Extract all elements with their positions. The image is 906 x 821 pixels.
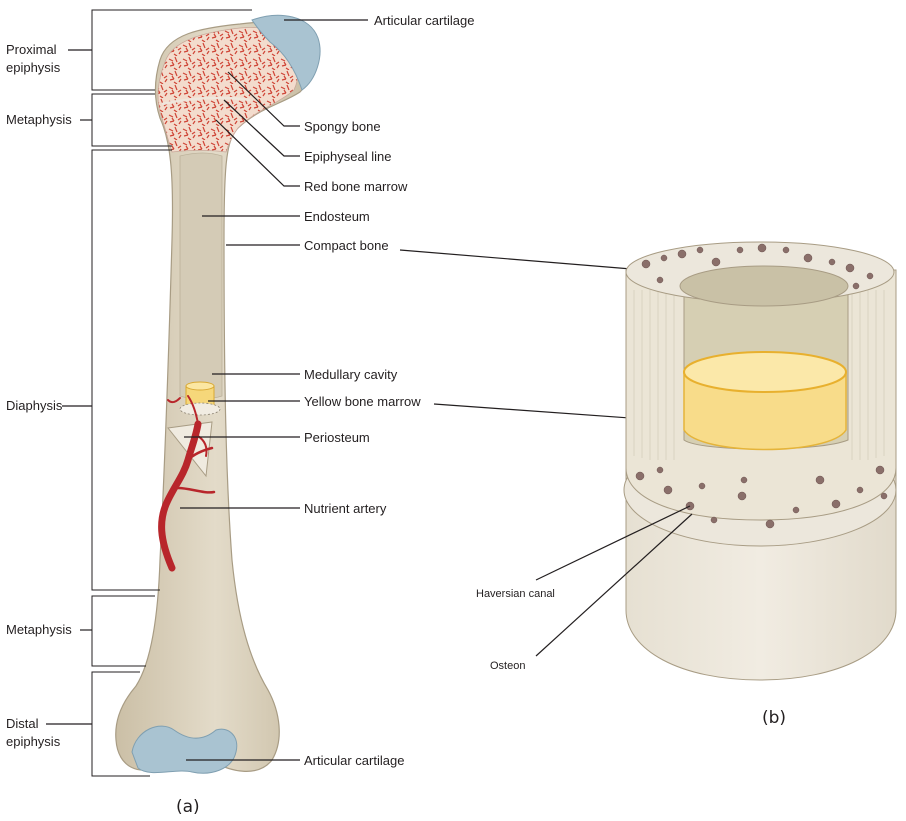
label-haversian-canal: Haversian canal xyxy=(476,588,555,600)
yellow-marrow-cylinder xyxy=(684,352,846,450)
cross-section xyxy=(536,242,896,680)
caption-b: (b) xyxy=(762,708,786,728)
label-diaphysis: Diaphysis xyxy=(6,398,63,413)
medullary-cavity-shape xyxy=(180,153,222,399)
label-metaphysis-top: Metaphysis xyxy=(6,112,72,127)
yellow-marrow-plug xyxy=(180,382,220,415)
leader-compact-to-b xyxy=(400,250,644,270)
label-distal-epiphysis-1: Distal xyxy=(6,716,39,731)
label-compact-bone: Compact bone xyxy=(304,238,389,253)
label-epiphyseal-line: Epiphyseal line xyxy=(304,149,391,164)
label-osteon: Osteon xyxy=(490,660,525,672)
label-proximal-epiphysis-1: Proximal xyxy=(6,42,57,57)
label-medullary-cavity: Medullary cavity xyxy=(304,367,398,382)
label-metaphysis-bottom: Metaphysis xyxy=(6,622,72,637)
label-endosteum: Endosteum xyxy=(304,209,370,224)
label-red-bone-marrow: Red bone marrow xyxy=(304,179,408,194)
long-bone xyxy=(116,15,320,773)
top-ring-inner xyxy=(680,266,848,306)
label-articular-cartilage-bottom: Articular cartilage xyxy=(304,753,404,768)
label-proximal-epiphysis-2: epiphysis xyxy=(6,60,61,75)
label-distal-epiphysis-2: epiphysis xyxy=(6,734,61,749)
caption-a: (a) xyxy=(176,797,200,817)
label-articular-cartilage-top: Articular cartilage xyxy=(374,13,474,28)
label-spongy-bone: Spongy bone xyxy=(304,119,381,134)
label-nutrient-artery: Nutrient artery xyxy=(304,501,387,516)
label-periosteum: Periosteum xyxy=(304,430,370,445)
label-yellow-bone-marrow: Yellow bone marrow xyxy=(304,394,421,409)
